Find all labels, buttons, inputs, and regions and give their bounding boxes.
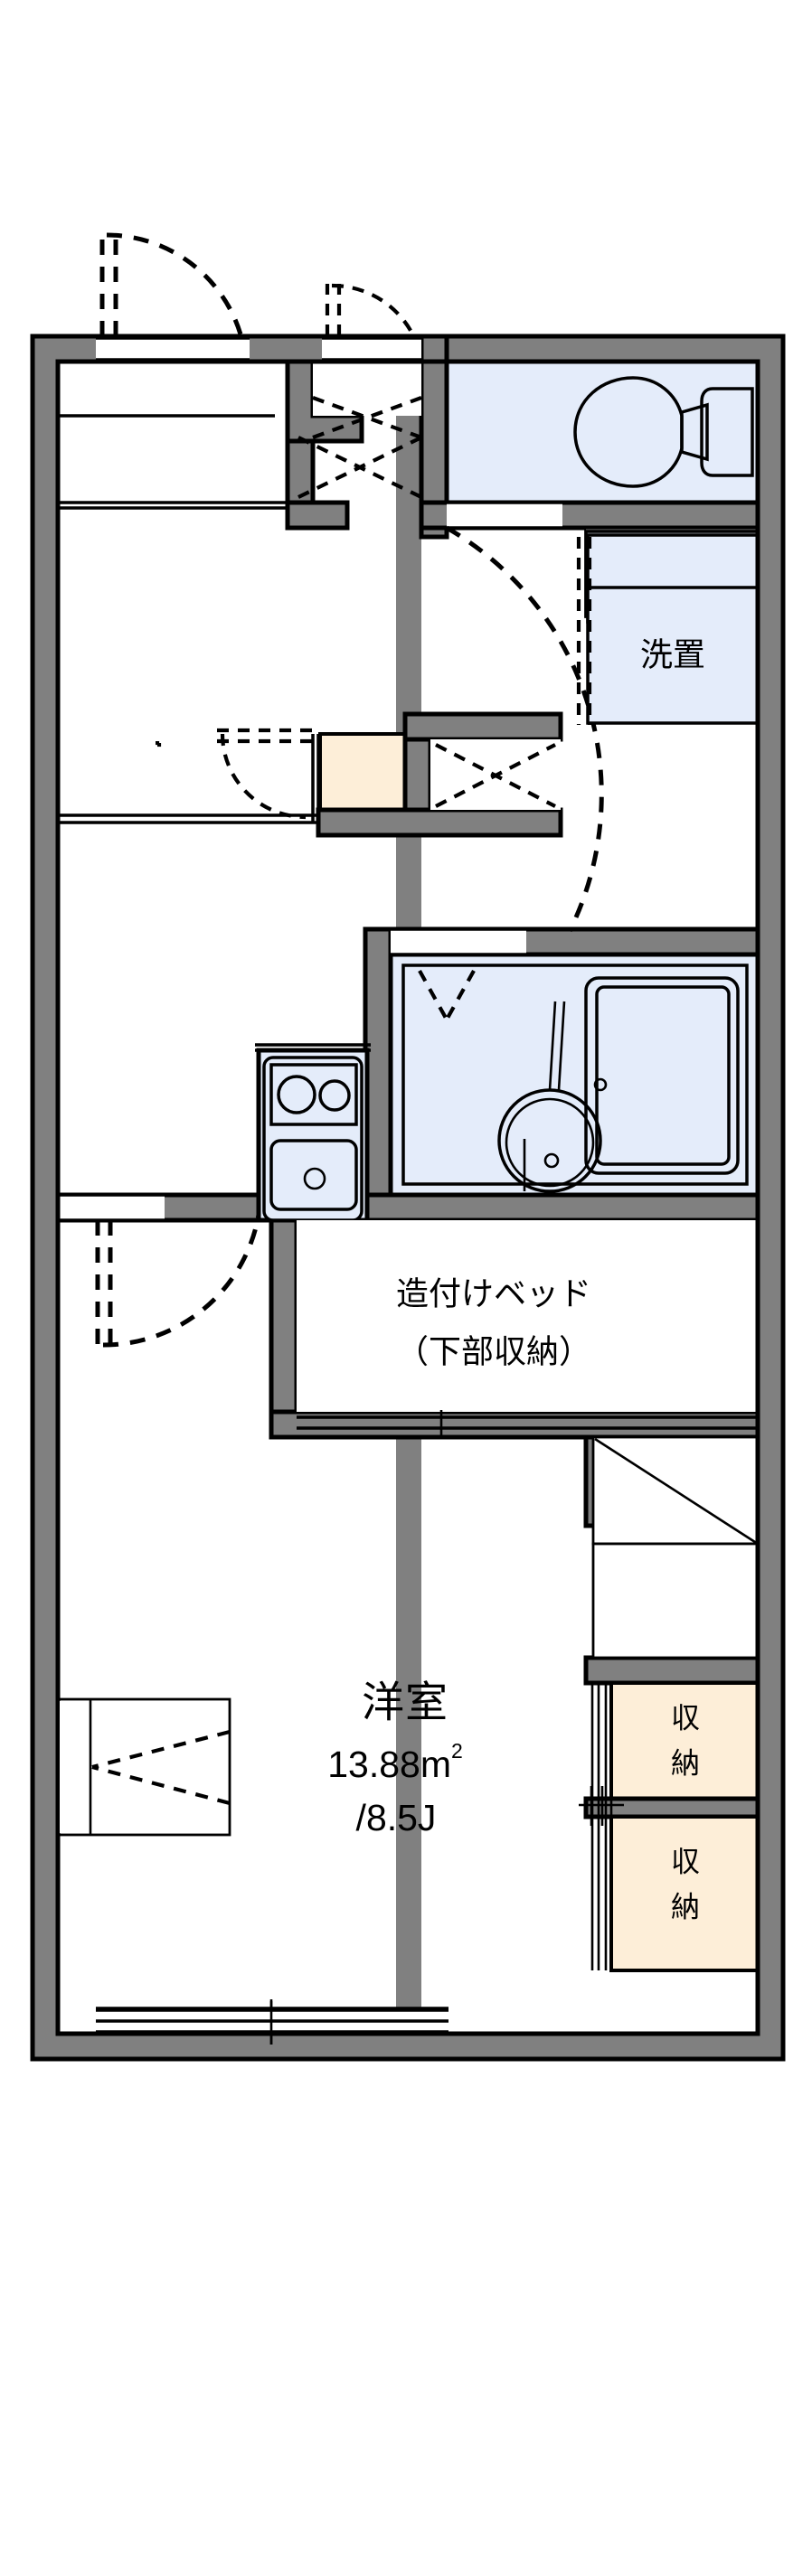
upper-storage (591, 1435, 760, 1659)
genkan-inner-door[interactable] (217, 728, 315, 820)
room-area-superscript: 2 (451, 1739, 463, 1763)
wall-outline-reinforce (30, 334, 786, 2062)
gas-stove-two-burner (269, 1063, 358, 1126)
unit-bath (388, 927, 760, 1198)
closet-sliding-doors[interactable] (579, 1683, 624, 1970)
bedroom-swing-door[interactable] (58, 1193, 261, 1349)
main-room-label: 洋室 13.88m2 /8.5J (327, 1678, 463, 1838)
room-name: 洋室 (362, 1678, 448, 1725)
built-in-bed-label-line2: （下部収納） (396, 1333, 591, 1370)
kitchen (255, 1043, 371, 1223)
built-in-bed-label-line1: 造付けベッド (396, 1275, 591, 1312)
round-washbasin (497, 1001, 602, 1193)
opening-restore (60, 336, 448, 2045)
genkan-wall-jog (316, 711, 563, 838)
entrance-hall (58, 232, 288, 510)
closet-lower: 収 納 (609, 1815, 760, 1972)
closet-upper-label-1: 収 (671, 1701, 700, 1734)
hall-sliding-door[interactable] (297, 362, 422, 499)
room-area-value: 13.88m (327, 1744, 451, 1785)
side-window (56, 1697, 231, 1837)
room-jo-size: /8.5J (356, 1797, 437, 1838)
closet-divider-wall (586, 1799, 758, 1817)
genkan-tile (156, 741, 162, 747)
closet-upper: 収 納 (609, 1681, 760, 1808)
closet-upper-label-2: 納 (671, 1746, 700, 1779)
toilet-room (444, 359, 760, 530)
laundry-label: 洗置 (640, 636, 705, 673)
room-sliding-door[interactable] (430, 739, 561, 810)
toilet-door[interactable] (447, 501, 562, 530)
svg-text:13.88m2: 13.88m2 (327, 1739, 463, 1785)
built-in-bed: 造付けベッド （下部収納） (297, 1220, 758, 1439)
laundry-space: 洗置 (576, 526, 760, 725)
toilet-fixture (573, 376, 754, 488)
bathtub (584, 976, 740, 1175)
kitchen-sink (269, 1139, 358, 1211)
closet-lower-label-2: 納 (671, 1890, 700, 1923)
closet-lower-label-1: 収 (671, 1845, 700, 1877)
